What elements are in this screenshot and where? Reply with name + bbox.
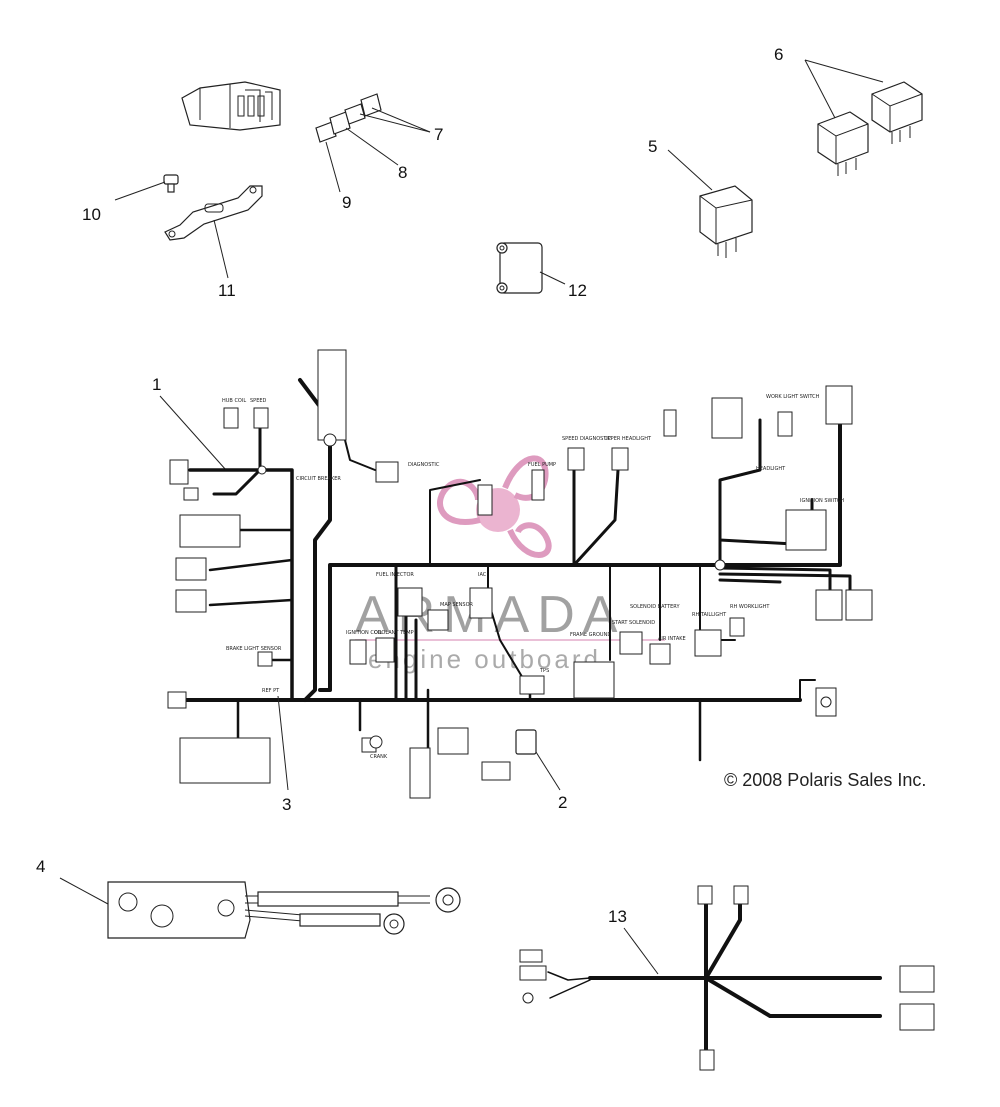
- fuse-9: [315, 121, 337, 143]
- relay-6a: [817, 111, 869, 176]
- label-upper-headlight: UPPER HEADLIGHT: [604, 436, 652, 442]
- fuse-7b: [360, 93, 382, 117]
- watermark-subtitle: engine outboard: [368, 644, 601, 674]
- label-speed-diag: SPEED DIAGNOSTIC: [562, 436, 612, 442]
- fuse-8: [329, 111, 351, 135]
- callout-5: 5: [648, 137, 657, 156]
- callout-7: 7: [434, 125, 443, 144]
- label-air-intake: AIR INTAKE: [658, 636, 686, 642]
- bracket-11: [164, 185, 263, 241]
- callout-3: 3: [282, 795, 291, 814]
- label-tps: TPS: [539, 668, 549, 674]
- relay-5: [699, 185, 753, 258]
- main-harness: HUB COIL SPEED SPEED DIAGNOSTIC UPPER HE…: [159, 349, 873, 799]
- label-start-solenoid: START SOLENOID: [612, 620, 655, 626]
- label-coolant-temp: COOLANT TEMP: [374, 630, 414, 636]
- sub-harness-13: [519, 885, 935, 1071]
- callout-11: 11: [218, 281, 236, 300]
- label-circuit-breaker: CIRCUIT BREAKER: [296, 476, 341, 482]
- bolt-10: [163, 174, 179, 193]
- label-rh-taillight: RH TAILLIGHT: [692, 612, 727, 618]
- label-fuel-injector: FUEL INJECTOR: [376, 572, 414, 578]
- fuse-7a: [344, 103, 366, 125]
- copyright-notice: © 2008 Polaris Sales Inc.: [724, 770, 926, 790]
- callout-10: 10: [82, 205, 101, 224]
- label-headlight: HEADLIGHT: [756, 466, 786, 472]
- label-ignition-switch: IGNITION SWITCH: [800, 498, 844, 504]
- label-work-light-switch: WORK LIGHT SWITCH: [766, 394, 820, 400]
- callout-2: 2: [558, 793, 567, 812]
- label-solenoid-battery: SOLENOID BATTERY: [630, 604, 680, 610]
- label-brake-light-sensor: BRAKE LIGHT SENSOR: [226, 646, 282, 652]
- label-rh-worklight: RH WORKLIGHT: [730, 604, 770, 610]
- label-map-sensor: MAP SENSOR: [440, 602, 474, 608]
- callout-leaders-top: [114, 59, 884, 285]
- fuse-box: [181, 81, 281, 131]
- label-hub-coil: HUB COIL: [222, 398, 246, 404]
- label-frame-ground: FRAME GROUND: [570, 632, 611, 638]
- callout-13: 13: [608, 907, 627, 926]
- callout-8: 8: [398, 163, 407, 182]
- relay-6b: [871, 81, 923, 144]
- callout-6: 6: [774, 45, 783, 64]
- callout-4: 4: [36, 857, 45, 876]
- callouts: 6 5 7 8 9 10 11 12 1 2 3 4 13: [36, 45, 783, 926]
- label-iac: IAC: [478, 572, 487, 578]
- label-speed: SPEED: [250, 398, 267, 404]
- label-fuel-pump: FUEL PUMP: [528, 462, 556, 468]
- callout-9: 9: [342, 193, 351, 212]
- callout-12: 12: [568, 281, 587, 300]
- label-crank: CRANK: [370, 754, 388, 760]
- label-ref: REF PT: [262, 688, 280, 694]
- connector-2: [515, 729, 561, 791]
- circuit-breaker-12: [496, 242, 543, 294]
- label-diagnostic: DIAGNOSTIC: [408, 462, 440, 468]
- label-ignition-coil: IGNITION COIL: [346, 630, 382, 636]
- battery-cable-4: [59, 877, 461, 939]
- callout-1: 1: [152, 375, 161, 394]
